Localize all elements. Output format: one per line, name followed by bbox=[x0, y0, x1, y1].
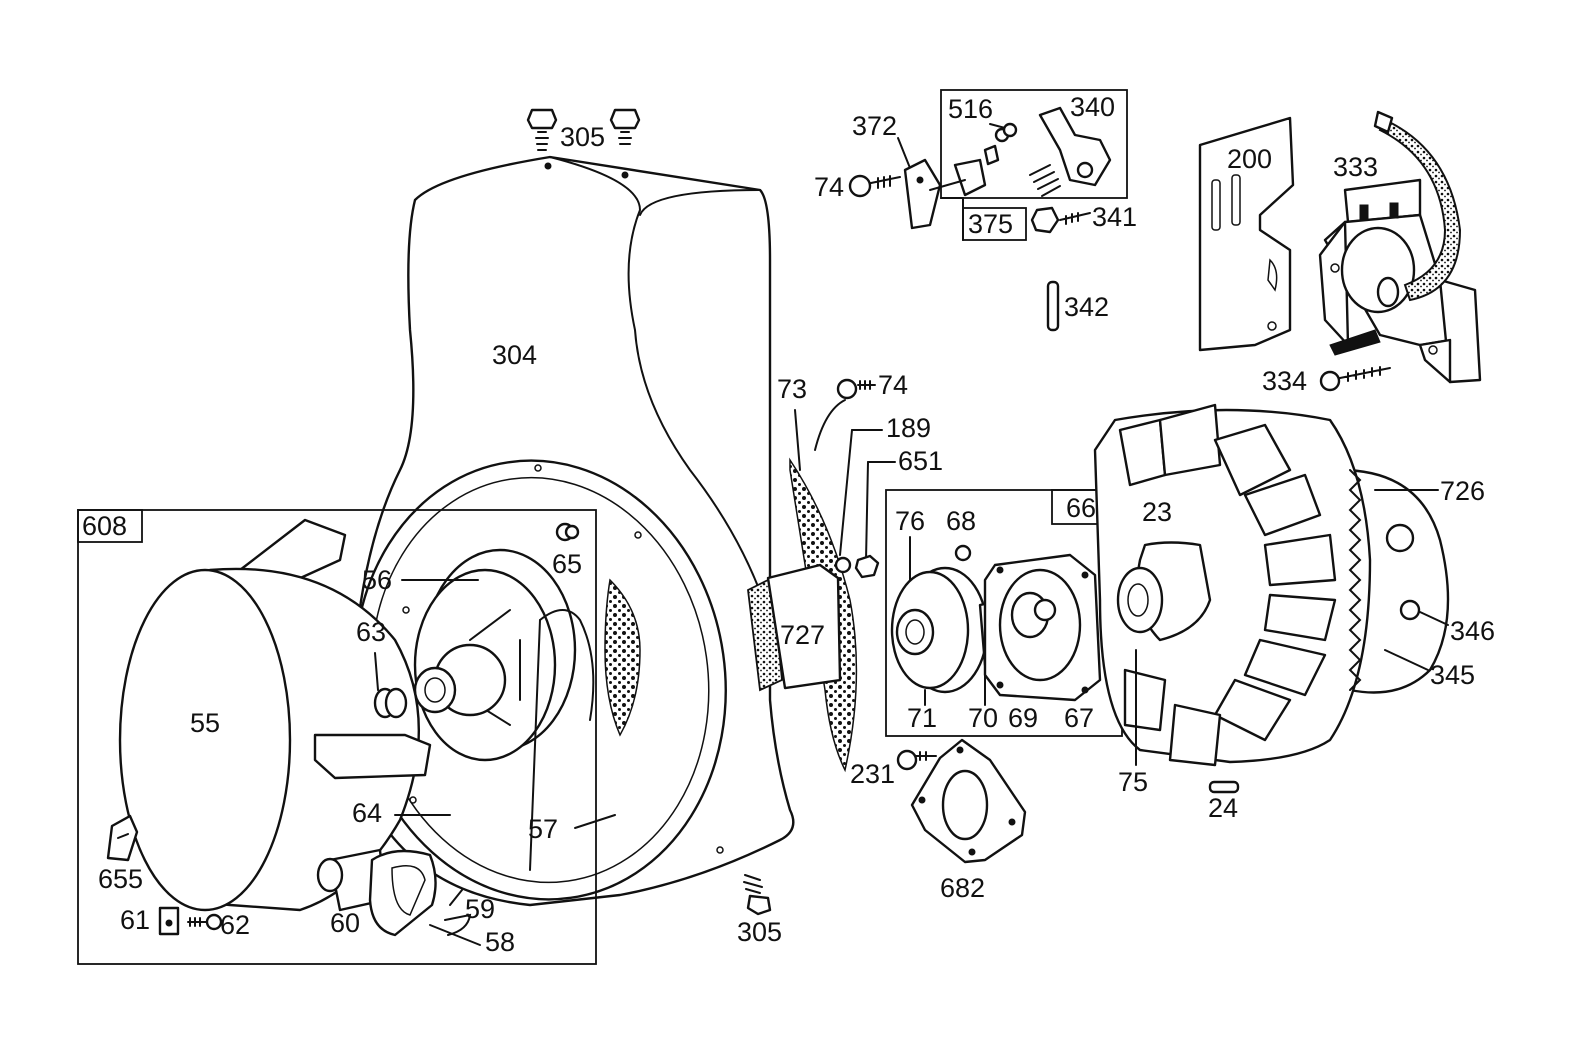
label-62: 62 bbox=[220, 910, 250, 940]
spring-516 bbox=[983, 122, 1018, 166]
screw-341 bbox=[1030, 206, 1091, 234]
label-375: 375 bbox=[968, 209, 1013, 239]
key-24 bbox=[1208, 780, 1240, 794]
label-608: 608 bbox=[82, 511, 127, 541]
label-305-bottom: 305 bbox=[737, 917, 782, 947]
spring-61 bbox=[158, 906, 180, 936]
label-200: 200 bbox=[1227, 144, 1272, 174]
label-71: 71 bbox=[907, 703, 937, 733]
label-55: 55 bbox=[190, 708, 220, 738]
label-74-mid: 74 bbox=[878, 370, 908, 400]
bolt-305-top-right bbox=[609, 108, 641, 145]
label-231: 231 bbox=[850, 759, 895, 789]
label-57: 57 bbox=[528, 814, 558, 844]
label-340: 340 bbox=[1070, 92, 1115, 122]
label-726: 726 bbox=[1440, 476, 1485, 506]
starter-cup-55 bbox=[118, 518, 432, 912]
bracket-372 bbox=[903, 158, 987, 230]
screw-334 bbox=[1319, 366, 1391, 392]
label-345: 345 bbox=[1430, 660, 1475, 690]
box-608 bbox=[77, 509, 597, 965]
box-608-tag bbox=[77, 509, 143, 543]
label-67: 67 bbox=[1064, 703, 1094, 733]
label-64: 64 bbox=[352, 798, 382, 828]
label-334: 334 bbox=[1262, 366, 1307, 396]
label-74-top: 74 bbox=[814, 172, 844, 202]
pin-342 bbox=[1046, 280, 1060, 332]
label-60: 60 bbox=[330, 908, 360, 938]
label-651: 651 bbox=[898, 446, 943, 476]
points-340 bbox=[1029, 106, 1112, 197]
label-342: 342 bbox=[1064, 292, 1109, 322]
label-23: 23 bbox=[1142, 497, 1172, 527]
bolt-74-mid bbox=[836, 378, 876, 400]
washers-63 bbox=[373, 687, 408, 719]
clutch-housing-67 bbox=[983, 553, 1102, 702]
label-372: 372 bbox=[852, 111, 897, 141]
screw-231 bbox=[896, 749, 937, 771]
armature-333 bbox=[1318, 110, 1482, 384]
flywheel-23 bbox=[1093, 403, 1450, 767]
air-guide-727 bbox=[747, 563, 842, 692]
label-75: 75 bbox=[1118, 767, 1148, 797]
label-56: 56 bbox=[362, 565, 392, 595]
label-333: 333 bbox=[1333, 152, 1378, 182]
label-73: 73 bbox=[777, 374, 807, 404]
label-69: 69 bbox=[1008, 703, 1038, 733]
label-76: 76 bbox=[895, 506, 925, 536]
label-655: 655 bbox=[98, 864, 143, 894]
label-61: 61 bbox=[120, 905, 150, 935]
ball-68 bbox=[954, 544, 972, 562]
label-304: 304 bbox=[492, 340, 537, 370]
starter-handle-60 bbox=[316, 848, 437, 937]
label-727: 727 bbox=[780, 620, 825, 650]
label-65: 65 bbox=[552, 549, 582, 579]
blower-housing bbox=[351, 155, 858, 907]
label-70: 70 bbox=[968, 703, 998, 733]
clip-655 bbox=[106, 814, 139, 862]
label-341: 341 bbox=[1092, 202, 1137, 232]
label-682: 682 bbox=[940, 873, 985, 903]
shield-200 bbox=[1198, 116, 1295, 352]
bolt-305-top-left bbox=[526, 108, 558, 151]
label-58: 58 bbox=[485, 927, 515, 957]
label-516: 516 bbox=[948, 94, 993, 124]
box-340 bbox=[940, 89, 1128, 199]
bolt-305-bottom bbox=[743, 874, 772, 916]
label-63: 63 bbox=[356, 617, 386, 647]
label-189: 189 bbox=[886, 413, 931, 443]
bolt-74-top bbox=[848, 174, 901, 198]
washer-nut-651 bbox=[834, 554, 880, 579]
label-59: 59 bbox=[465, 894, 495, 924]
cover-682 bbox=[910, 738, 1027, 864]
label-66: 66 bbox=[1066, 493, 1096, 523]
starter-pulley-56 bbox=[413, 548, 595, 871]
screw-346 bbox=[1399, 599, 1421, 621]
rope-58 bbox=[429, 924, 481, 946]
label-68: 68 bbox=[946, 506, 976, 536]
label-346: 346 bbox=[1450, 616, 1495, 646]
nut-65 bbox=[555, 522, 580, 542]
clutch-71 bbox=[890, 566, 989, 694]
label-24: 24 bbox=[1208, 793, 1238, 823]
screw-62 bbox=[187, 913, 223, 931]
label-305-top: 305 bbox=[560, 122, 605, 152]
